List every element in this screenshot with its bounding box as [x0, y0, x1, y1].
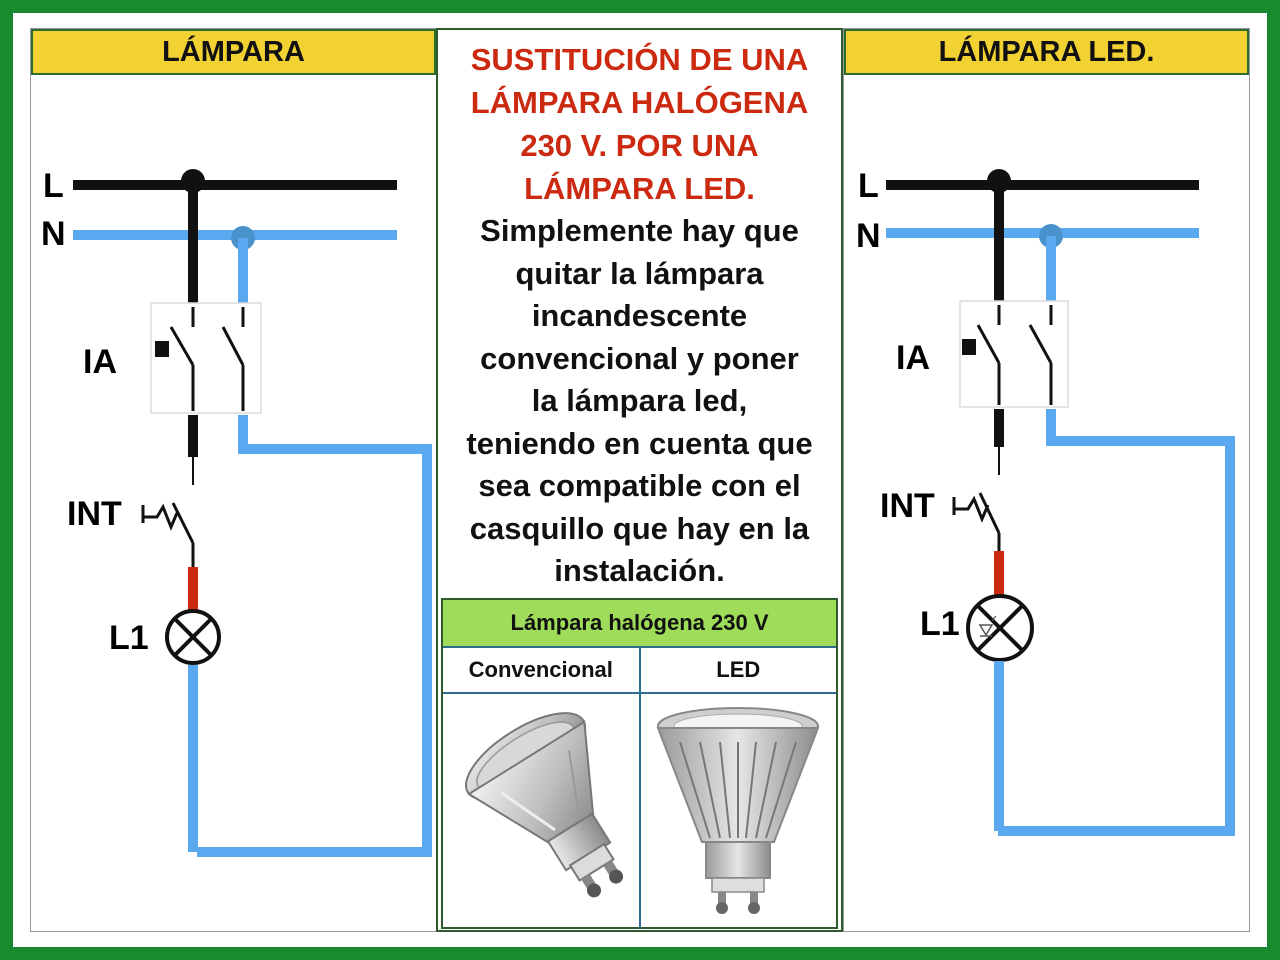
label-neutral: N: [856, 217, 881, 255]
desc-line: instalación.: [554, 553, 725, 588]
led-bulb-image: [638, 694, 837, 929]
title-line: LÁMPARA HALÓGENA: [470, 85, 809, 120]
led-bulb-icon: [656, 706, 820, 914]
table-images: [443, 694, 836, 929]
label-neutral: N: [41, 215, 66, 253]
left-header: LÁMPARA: [31, 29, 436, 75]
desc-line: Simplemente hay que: [480, 213, 799, 248]
switch-symbol: [978, 492, 1001, 534]
lamp-comparison-table: Lámpara halógena 230 V Convencional LED: [441, 598, 838, 929]
desc-line: sea compatible con el: [478, 468, 801, 503]
column-conventional: Convencional: [468, 657, 613, 682]
line-junction: [181, 169, 205, 193]
description: Simplemente hay que quitar la lámpara in…: [438, 210, 841, 593]
right-circuit-diagram: L N IA INT L1: [856, 167, 1235, 836]
right-panel: LÁMPARA LED. L N IA INT: [843, 28, 1250, 932]
desc-line: casquillo que hay en la: [469, 510, 810, 546]
table-header: Lámpara halógena 230 V: [443, 600, 836, 648]
desc-line: quitar la lámpara: [515, 255, 764, 291]
switch-push-icon: [141, 503, 179, 531]
desc-line: convencional y poner: [480, 340, 799, 376]
neutral-return: [998, 409, 1235, 836]
halogen-bulb-image: [443, 694, 639, 929]
switch-push-icon: [952, 495, 990, 523]
left-circuit-diagram: L N IA INT L1: [41, 167, 432, 857]
line-junction: [987, 169, 1011, 193]
label-line: L: [43, 167, 64, 205]
neutral-return: [197, 415, 432, 857]
label-breaker: IA: [896, 339, 930, 377]
left-panel: LÁMPARA L N IA INT: [30, 28, 437, 932]
center-panel: SUSTITUCIÓN DE UNA LÁMPARA HALÓGENA 230 …: [436, 28, 843, 932]
switch-symbol: [171, 502, 195, 544]
breaker-trip-icon: [155, 341, 169, 357]
label-lamp: L1: [109, 619, 149, 657]
label-switch: INT: [67, 495, 122, 533]
column-led: LED: [638, 648, 837, 692]
halogen-bulb-icon: [464, 711, 623, 897]
breaker-trip-icon: [962, 339, 976, 355]
title-line: 230 V. POR UNA: [520, 128, 759, 163]
label-breaker: IA: [83, 343, 117, 381]
desc-line: teniendo en cuenta que: [466, 425, 813, 461]
title-line: LÁMPARA LED.: [524, 171, 755, 206]
right-header: LÁMPARA LED.: [844, 29, 1249, 75]
title: SUSTITUCIÓN DE UNA LÁMPARA HALÓGENA 230 …: [438, 38, 841, 210]
label-line: L: [858, 167, 879, 205]
title-line: SUSTITUCIÓN DE UNA: [470, 42, 809, 77]
lamp-icon: [165, 609, 221, 665]
desc-line: incandescente: [531, 298, 748, 333]
desc-line: la lámpara led,: [531, 383, 748, 418]
label-switch: INT: [880, 487, 935, 525]
table-column-headers: Convencional LED: [443, 648, 836, 694]
led-lamp-icon: [966, 594, 1034, 662]
label-lamp: L1: [920, 605, 960, 643]
